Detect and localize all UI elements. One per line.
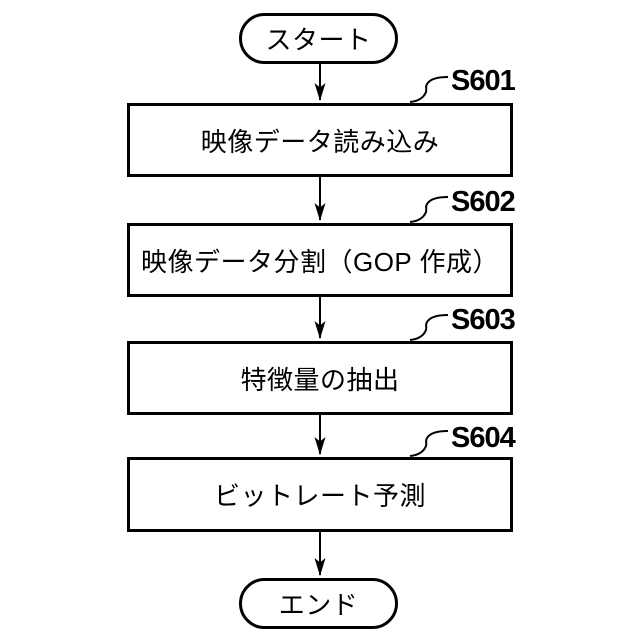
step-id-s601: S601 [451, 65, 516, 97]
process-box-s602: 映像データ分割（GOP 作成） [127, 223, 513, 297]
step-id-s602: S602 [451, 186, 516, 218]
end-node: エンド [239, 578, 398, 629]
process-label-s601: 映像データ読み込み [200, 126, 440, 157]
process-box-s603: 特徴量の抽出 [127, 341, 513, 415]
step-id-s604: S604 [451, 422, 516, 454]
start-label: スタート [265, 25, 372, 55]
leader-s603 [409, 314, 449, 341]
process-box-s604: ビットレート予測 [127, 457, 513, 532]
process-label-s603: 特徴量の抽出 [240, 364, 400, 395]
end-label: エンド [278, 590, 359, 620]
leader-lines [409, 76, 449, 457]
start-node: スタート [239, 13, 398, 64]
leader-s604 [409, 430, 449, 457]
step-id-s603: S603 [451, 304, 516, 336]
process-label-s604: ビットレート予測 [213, 481, 426, 511]
process-box-s601: 映像データ読み込み [127, 103, 513, 177]
leader-s602 [409, 196, 449, 223]
leader-s601 [409, 76, 449, 103]
process-label-s602: 映像データ分割（GOP 作成） [140, 246, 500, 277]
